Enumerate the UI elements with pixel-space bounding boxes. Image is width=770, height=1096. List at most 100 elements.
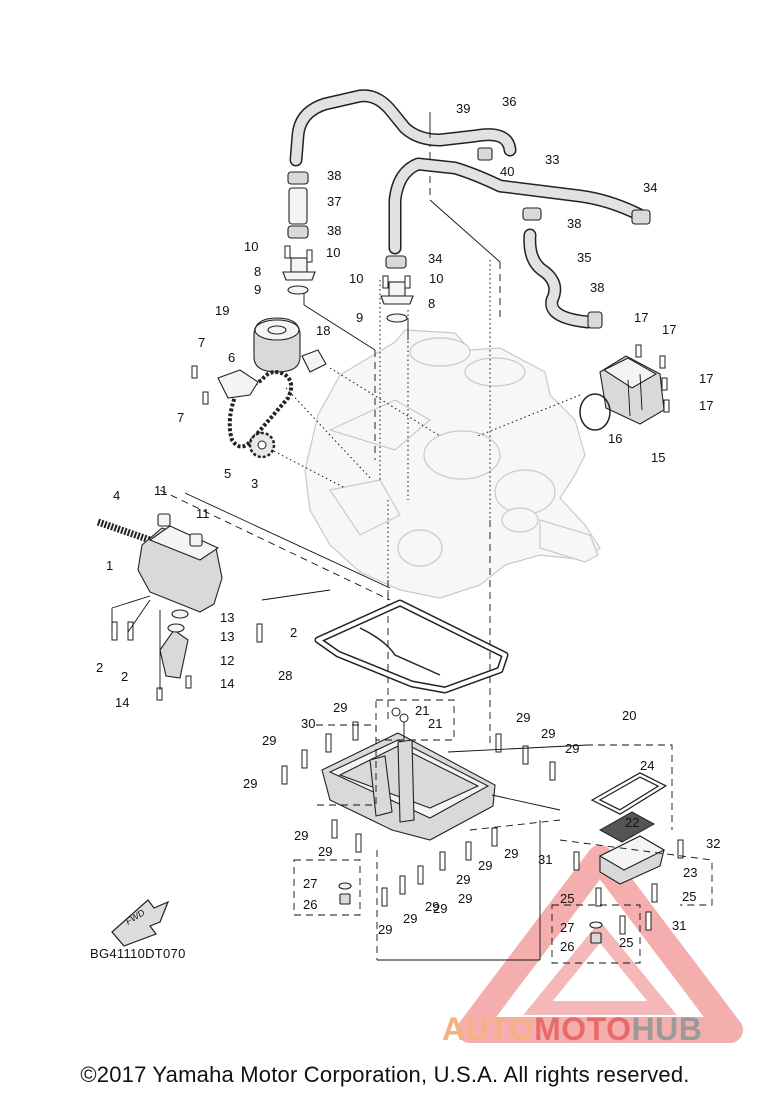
- callout-29: 29: [262, 733, 276, 748]
- callout-14: 14: [115, 695, 129, 710]
- watermark-part-3: HUB: [631, 1011, 702, 1047]
- pan-bolts: [281, 721, 556, 907]
- callout-5: 5: [224, 466, 231, 481]
- callout-22: 22: [625, 815, 639, 830]
- callout-2: 2: [290, 625, 297, 640]
- hose-33: [388, 157, 647, 255]
- callout-10: 10: [326, 245, 340, 260]
- callout-26: 26: [303, 897, 317, 912]
- callout-15: 15: [651, 450, 665, 465]
- callout-25: 25: [619, 935, 633, 950]
- callout-10: 10: [349, 271, 363, 286]
- callout-11: 11: [196, 506, 210, 521]
- callout-29: 29: [333, 700, 347, 715]
- assembly-lines: [159, 140, 561, 961]
- callout-40: 40: [500, 164, 514, 179]
- callout-12: 12: [220, 653, 234, 668]
- diagram-code: BG41110DT070: [90, 946, 186, 961]
- callout-38: 38: [327, 168, 341, 183]
- callout-38: 38: [590, 280, 604, 295]
- callout-29: 29: [425, 899, 439, 914]
- callout-21: 21: [428, 716, 442, 731]
- chain-guide: [191, 365, 259, 405]
- callout-11: 11: [154, 483, 168, 498]
- engine-crankcase: [304, 329, 601, 599]
- strainer-cover-group: [573, 772, 684, 935]
- callout-29: 29: [565, 741, 579, 756]
- callout-35: 35: [577, 250, 591, 265]
- callout-7: 7: [198, 335, 205, 350]
- hose-36: [289, 89, 517, 167]
- callout-32: 32: [706, 836, 720, 851]
- callout-29: 29: [294, 828, 308, 843]
- callout-31: 31: [538, 852, 552, 867]
- callout-6: 6: [228, 350, 235, 365]
- callout-14: 14: [220, 676, 234, 691]
- drive-chain: [227, 370, 294, 449]
- callout-8: 8: [254, 264, 261, 279]
- callout-7: 7: [177, 410, 184, 425]
- oil-cooler: [579, 344, 670, 431]
- callout-19: 19: [215, 303, 229, 318]
- oil-filter: [253, 317, 301, 373]
- callout-1: 1: [106, 558, 113, 573]
- hose-37: [288, 187, 308, 225]
- svg-text:AUTOMOTOHUB: AUTOMOTOHUB: [442, 1011, 702, 1047]
- oil-pan-gasket: [314, 599, 509, 694]
- callout-4: 4: [113, 488, 120, 503]
- callout-34: 34: [643, 180, 657, 195]
- callout-29: 29: [456, 872, 470, 887]
- dotted-guides: [261, 260, 581, 600]
- callout-2: 2: [96, 660, 103, 675]
- callout-29: 29: [243, 776, 257, 791]
- callout-29: 29: [516, 710, 530, 725]
- watermark-part-1: AUTO: [442, 1011, 534, 1047]
- callout-39: 39: [456, 101, 470, 116]
- oil-pump-assembly: [96, 513, 263, 701]
- callout-9: 9: [356, 310, 363, 325]
- callout-29: 29: [433, 901, 447, 916]
- callout-8: 8: [428, 296, 435, 311]
- callout-28: 28: [278, 668, 292, 683]
- callout-34: 34: [428, 251, 442, 266]
- drain-plug: [338, 882, 603, 944]
- callout-17: 17: [634, 310, 648, 325]
- callout-25: 25: [560, 891, 574, 906]
- callout-31: 31: [672, 918, 686, 933]
- callout-29: 29: [541, 726, 555, 741]
- callout-30: 30: [301, 716, 315, 731]
- forward-arrow: FWD: [111, 899, 170, 947]
- callout-18: 18: [316, 323, 330, 338]
- copyright-notice: ©2017 Yamaha Motor Corporation, U.S.A. A…: [80, 1062, 690, 1087]
- callout-13: 13: [220, 629, 234, 644]
- watermark-text: AUTOMOTOHUB: [442, 1011, 702, 1047]
- callout-13: 13: [220, 610, 234, 625]
- callout-20: 20: [622, 708, 636, 723]
- callout-10: 10: [429, 271, 443, 286]
- callout-10: 10: [244, 239, 258, 254]
- sprocket: [248, 431, 276, 459]
- callout-2: 2: [121, 669, 128, 684]
- callout-36: 36: [502, 94, 516, 109]
- callout-17: 17: [699, 398, 713, 413]
- watermark-logo: [457, 845, 743, 1043]
- callout-17: 17: [662, 322, 676, 337]
- callout-27: 27: [560, 920, 574, 935]
- callout-33: 33: [545, 152, 559, 167]
- callout-16: 16: [608, 431, 622, 446]
- callout-25: 25: [682, 889, 696, 904]
- callout-27: 27: [303, 876, 317, 891]
- callout-23: 23: [683, 865, 697, 880]
- dashed-group-boxes: [293, 699, 713, 964]
- callout-3: 3: [251, 476, 258, 491]
- oil-pan: [321, 707, 496, 841]
- callout-37: 37: [327, 194, 341, 209]
- callout-9: 9: [254, 282, 261, 297]
- hose-clamps: [287, 112, 651, 329]
- callout-38: 38: [327, 223, 341, 238]
- callout-24: 24: [640, 758, 654, 773]
- callout-26: 26: [560, 939, 574, 954]
- hose-joints: [282, 245, 414, 323]
